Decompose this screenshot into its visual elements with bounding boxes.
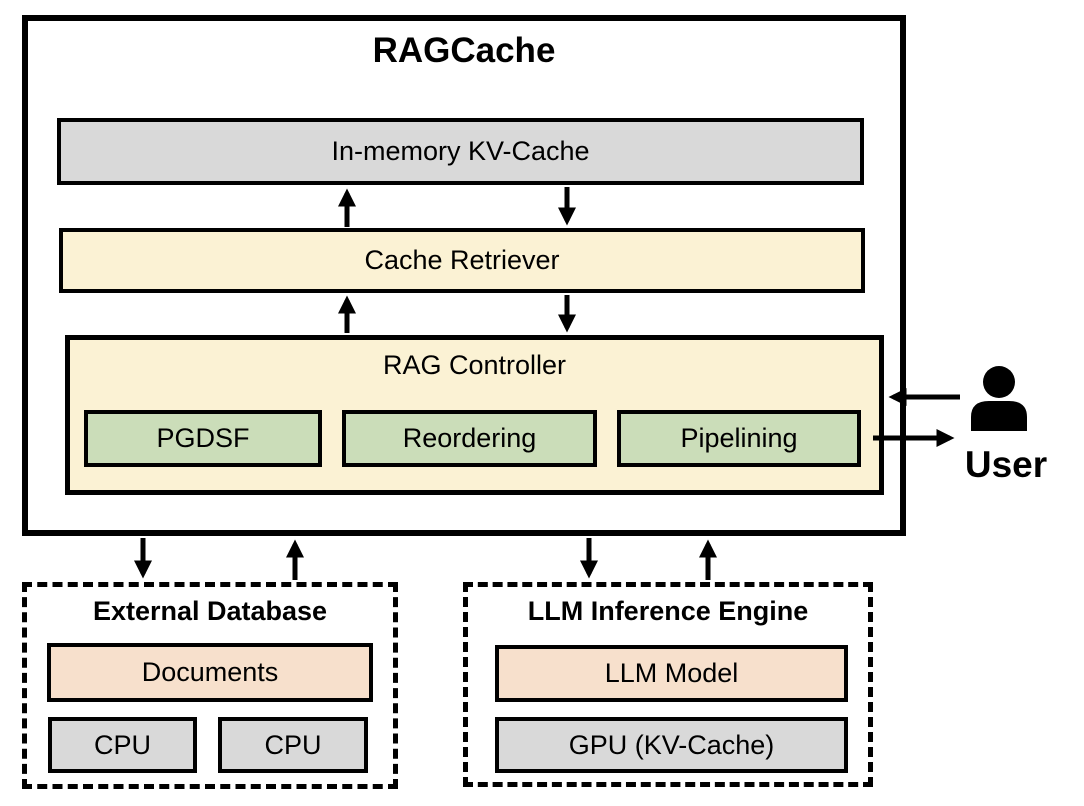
pipelining-module-box: Pipelining bbox=[617, 410, 861, 467]
in-memory-kv-cache-label: In-memory KV-Cache bbox=[331, 136, 590, 166]
llm-inference-engine-title: LLM Inference Engine bbox=[527, 596, 809, 626]
reordering-label: Reordering bbox=[402, 423, 537, 453]
person-icon-head bbox=[983, 366, 1015, 398]
in-memory-kv-cache-box: In-memory KV-Cache bbox=[57, 118, 864, 185]
llm-inference-engine-box: LLM Inference Engine LLM Model GPU (KV-C… bbox=[463, 582, 873, 787]
user-label: User bbox=[964, 444, 1048, 485]
cpu-box-2: CPU bbox=[218, 717, 368, 773]
ragcache-box: RAGCache In-memory KV-Cache Cache Retrie… bbox=[22, 15, 906, 536]
documents-label: Documents bbox=[141, 657, 279, 687]
documents-box: Documents bbox=[47, 643, 373, 702]
external-database-title: External Database bbox=[92, 596, 328, 626]
external-database-box: External Database Documents CPU CPU bbox=[22, 582, 398, 789]
cpu-label-2: CPU bbox=[264, 729, 322, 760]
pgdsf-module-box: PGDSF bbox=[84, 410, 322, 467]
reordering-module-box: Reordering bbox=[342, 410, 597, 467]
llm-model-label: LLM Model bbox=[604, 658, 739, 688]
pgdsf-label: PGDSF bbox=[156, 423, 250, 453]
person-icon bbox=[971, 366, 1027, 431]
ragcache-title: RAGCache bbox=[372, 31, 556, 70]
llm-model-box: LLM Model bbox=[495, 645, 848, 702]
gpu-kv-cache-box: GPU (KV-Cache) bbox=[495, 717, 848, 773]
pipelining-label: Pipelining bbox=[680, 423, 798, 453]
cpu-label-1: CPU bbox=[93, 729, 151, 760]
person-icon-body bbox=[971, 401, 1027, 431]
rag-controller-box: RAG Controller PGDSF Reordering Pipelini… bbox=[65, 335, 884, 495]
cache-retriever-label: Cache Retriever bbox=[364, 245, 560, 275]
rag-controller-label: RAG Controller bbox=[382, 350, 567, 380]
cache-retriever-box: Cache Retriever bbox=[59, 228, 865, 293]
cpu-box-1: CPU bbox=[48, 717, 197, 773]
gpu-kv-cache-label: GPU (KV-Cache) bbox=[568, 729, 775, 760]
